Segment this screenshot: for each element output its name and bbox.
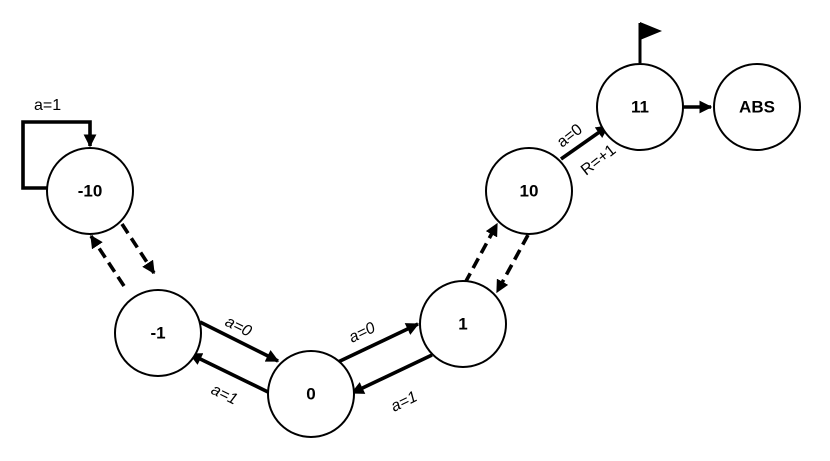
- self-loop-label: a=1: [34, 97, 61, 114]
- dashed-arrow-m10-to-m1: [120, 223, 156, 275]
- state-node-0: 0: [267, 350, 355, 438]
- state-node-minus-1: -1: [114, 289, 202, 377]
- state-node-10: 10: [485, 147, 573, 235]
- label-0-to-m1: a=1: [208, 381, 240, 408]
- dashed-arrow-1-to-10: [463, 222, 499, 284]
- arrow-10-to-11: [559, 124, 610, 161]
- svg-text:11: 11: [631, 98, 649, 117]
- svg-text:10: 10: [520, 182, 539, 201]
- self-loop-arrow: [21, 120, 97, 190]
- svg-text:ABS: ABS: [739, 98, 775, 117]
- svg-text:1: 1: [458, 315, 467, 334]
- svg-text:0: 0: [306, 385, 315, 404]
- dashed-arrow-m1-to-m10: [89, 234, 126, 287]
- arrow-m1-to-0: [199, 320, 280, 363]
- label-0-to-1: a=0: [346, 319, 378, 346]
- state-node-11: 11: [596, 63, 684, 151]
- label-1-to-0: a=1: [388, 388, 420, 415]
- state-node-minus-10: -10: [46, 147, 134, 235]
- svg-text:-1: -1: [150, 324, 165, 343]
- arrow-0-to-1: [337, 322, 420, 364]
- dashed-arrow-10-to-1: [495, 234, 530, 294]
- arrow-0-to-m1: [188, 352, 269, 394]
- state-node-abs: ABS: [713, 63, 801, 151]
- state-node-1: 1: [419, 280, 507, 368]
- flag-icon: [638, 22, 662, 63]
- label-10-to-11-reward: R=+1: [578, 142, 619, 180]
- arrow-1-to-0: [350, 353, 433, 395]
- svg-text:-10: -10: [78, 182, 103, 201]
